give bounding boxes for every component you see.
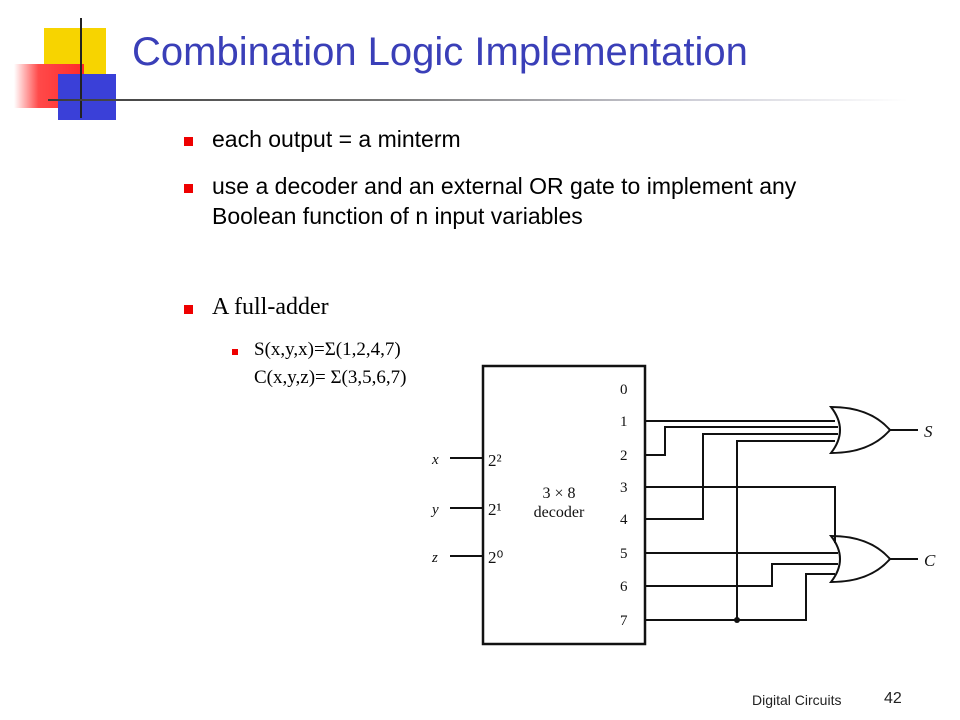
input-label-z: z bbox=[431, 550, 438, 566]
decoder-output-label: 6 bbox=[620, 579, 628, 595]
bullet-square-icon bbox=[184, 137, 193, 146]
bullet-square-icon bbox=[232, 349, 238, 355]
sub-bullet-text: S(x,y,x)=Σ(1,2,4,7) C(x,y,z)= Σ(3,5,6,7) bbox=[254, 336, 406, 392]
wire-out7-to-c bbox=[737, 573, 835, 621]
or-gate-s bbox=[828, 405, 892, 455]
input-label-y: y bbox=[430, 502, 439, 518]
decor-vertical-line bbox=[80, 18, 82, 118]
slide-title: Combination Logic Implementation bbox=[132, 30, 748, 74]
input-weight: 2⁰ bbox=[488, 548, 504, 567]
decoder-output-label: 1 bbox=[620, 414, 628, 430]
input-weight: 2² bbox=[488, 451, 502, 470]
or-gate-c bbox=[828, 534, 892, 584]
input-weight: 2¹ bbox=[488, 500, 502, 519]
wire-out4-to-s bbox=[645, 433, 838, 520]
footer-course-name: Digital Circuits bbox=[752, 692, 842, 708]
wire-out7-to-s bbox=[645, 440, 835, 621]
bullet-square-icon bbox=[184, 305, 193, 314]
bullet-text: A full-adder bbox=[212, 294, 329, 320]
gate-output-label-s: S bbox=[924, 422, 933, 441]
wire-out3-to-c bbox=[645, 486, 836, 543]
bullet-text: use a decoder and an external OR gate to… bbox=[212, 173, 797, 229]
wire-out2-to-s bbox=[645, 426, 838, 456]
sum-expression: S(x,y,x)=Σ(1,2,4,7) bbox=[254, 339, 401, 360]
decoder-label-size: 3 × 8 bbox=[542, 485, 575, 502]
decoder-output-label: 5 bbox=[620, 546, 628, 562]
decor-blue-square bbox=[58, 74, 116, 120]
carry-expression: C(x,y,z)= Σ(3,5,6,7) bbox=[254, 367, 407, 388]
wire-out6-to-c bbox=[645, 563, 838, 587]
decoder-output-label: 4 bbox=[620, 512, 628, 528]
page-number: 42 bbox=[884, 690, 902, 707]
input-label-x: x bbox=[431, 452, 439, 468]
decoder-block bbox=[481, 364, 647, 646]
decoder-output-label: 0 bbox=[620, 382, 628, 398]
bullet-square-icon bbox=[184, 184, 193, 193]
decoder-output-label: 3 bbox=[620, 480, 628, 496]
junction-dot bbox=[734, 617, 740, 623]
decoder-output-label: 7 bbox=[620, 613, 628, 629]
bullet-text: each output = a minterm bbox=[212, 126, 461, 152]
gate-output-label-c: C bbox=[924, 551, 936, 570]
decoder-label-name: decoder bbox=[534, 504, 585, 521]
title-underline bbox=[48, 99, 908, 101]
decoder-output-label: 2 bbox=[620, 448, 628, 464]
